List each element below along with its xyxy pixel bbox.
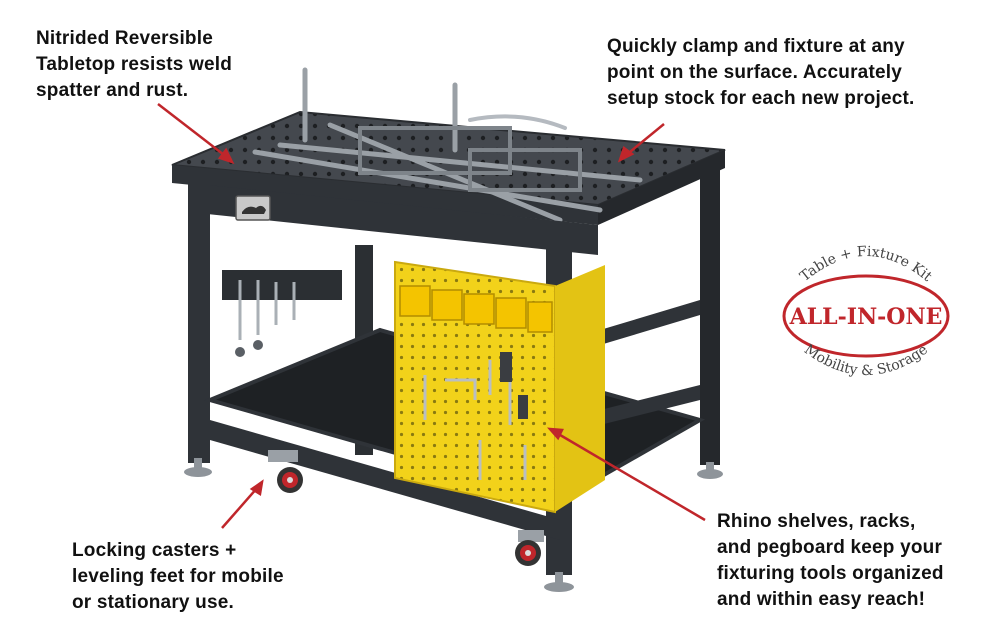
callout-tabletop-line: Nitrided Reversible [36,28,213,49]
callout-clamp-line: setup stock for each new project. [607,88,915,109]
callout-casters: Locking casters + leveling feet for mobi… [72,538,284,616]
callout-storage-line: and pegboard keep your [717,537,943,558]
callout-storage-line: fixturing tools organized [717,563,944,584]
callout-storage-line: Rhino shelves, racks, [717,511,916,532]
leveling-foot-icon [184,458,723,592]
callout-clamp: Quickly clamp and fixture at any point o… [607,34,915,112]
tool-rack [222,270,342,357]
callout-clamp-line: Quickly clamp and fixture at any [607,36,905,57]
caster-wheel-icon [268,450,544,566]
callout-tabletop: Nitrided Reversible Tabletop resists wel… [36,26,232,104]
all-in-one-badge: Table + Fixture Kit ALL-IN-ONE Mobility … [782,244,950,380]
badge-main-text: ALL-IN-ONE [789,304,943,330]
callout-tabletop-line: spatter and rust. [36,80,189,101]
callout-storage: Rhino shelves, racks, and pegboard keep … [717,509,944,613]
callout-tabletop-line: Tabletop resists weld [36,54,233,75]
callout-casters-line: or stationary use. [72,592,234,613]
storage-bins [399,285,553,333]
callout-casters-line: Locking casters + [72,540,237,561]
badge-top-text: Table + Fixture Kit [797,244,935,285]
callout-clamp-line: point on the surface. Accurately [607,62,902,83]
callout-arrows [157,103,706,529]
tabletop [171,110,726,225]
callout-casters-line: leveling feet for mobile [72,566,284,587]
callout-storage-line: and within easy reach! [717,589,926,610]
fixture-clamps [252,67,643,223]
pegboard [394,260,605,514]
badge-bottom-text: Mobility & Storage [801,342,931,380]
